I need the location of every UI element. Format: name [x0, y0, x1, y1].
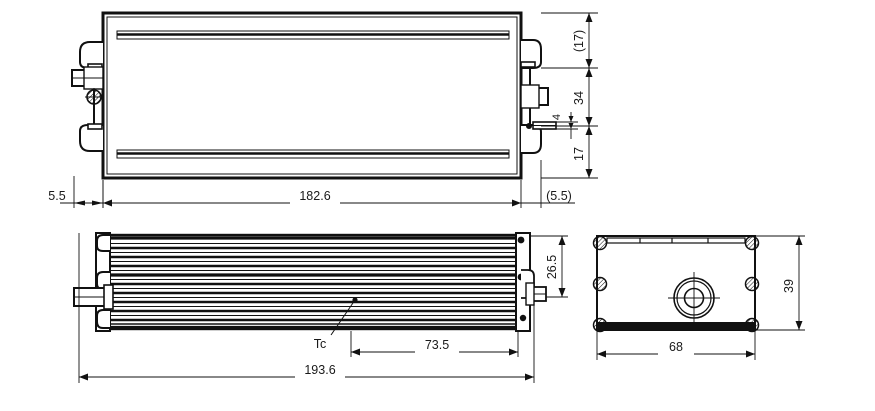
dimension-39: 39 [755, 235, 805, 331]
dimension-68: 68 [596, 330, 756, 360]
dimension-182-6: 182.6 [102, 180, 522, 208]
end-view-screws [592, 235, 760, 333]
dimension-193-6: 193.6 [78, 233, 535, 383]
heatsink-left-endcap [73, 232, 114, 332]
side-elevation-view: 5.5 182.6 (5.5) (17) 34 [48, 11, 598, 208]
dim-label-17-top: (17) [572, 30, 586, 52]
dimension-4: 4 [551, 112, 578, 139]
end-body-outline [596, 235, 756, 331]
heatsink-right-endcap [515, 232, 547, 332]
dimension-5-5-right: (5.5) [521, 160, 575, 208]
side-left-cable-gland [71, 66, 104, 90]
side-right-connector-block [520, 84, 549, 109]
dimension-34: 34 [541, 68, 598, 127]
dim-label-34: 34 [572, 91, 586, 105]
top-plan-view-heatsink: Tc 73.5 193.6 26.5 [73, 232, 568, 383]
dimension-73-5: 73.5 [350, 331, 519, 357]
dimension-17-bottom: 17 [541, 126, 598, 179]
side-left-mount-screw [85, 88, 103, 106]
side-right-pin [526, 121, 557, 130]
dim-label-4: 4 [551, 114, 563, 120]
dim-label-5-5-right: (5.5) [546, 189, 572, 203]
end-section-view: 68 39 [592, 235, 805, 360]
heatsink-body-outline [103, 233, 520, 331]
dimension-26-5: 26.5 [530, 235, 568, 298]
heatsink-fins [110, 236, 516, 330]
dim-label-68: 68 [669, 340, 683, 354]
dimension-17-top: (17) [541, 12, 598, 69]
side-lower-rail [116, 149, 510, 159]
dim-label-39: 39 [782, 279, 796, 293]
side-right-bracket [520, 39, 542, 154]
end-view-center-boss [668, 272, 720, 324]
dim-label-17-bottom: 17 [572, 147, 586, 161]
dim-label-5-5-left: 5.5 [48, 189, 65, 203]
dim-label-182-6: 182.6 [299, 189, 330, 203]
dim-label-193-6: 193.6 [304, 363, 335, 377]
dim-label-26-5: 26.5 [545, 255, 559, 279]
dim-label-73-5: 73.5 [425, 338, 449, 352]
tc-callout: Tc [314, 297, 358, 351]
side-upper-rail [116, 30, 510, 40]
tc-callout-label: Tc [314, 337, 327, 351]
